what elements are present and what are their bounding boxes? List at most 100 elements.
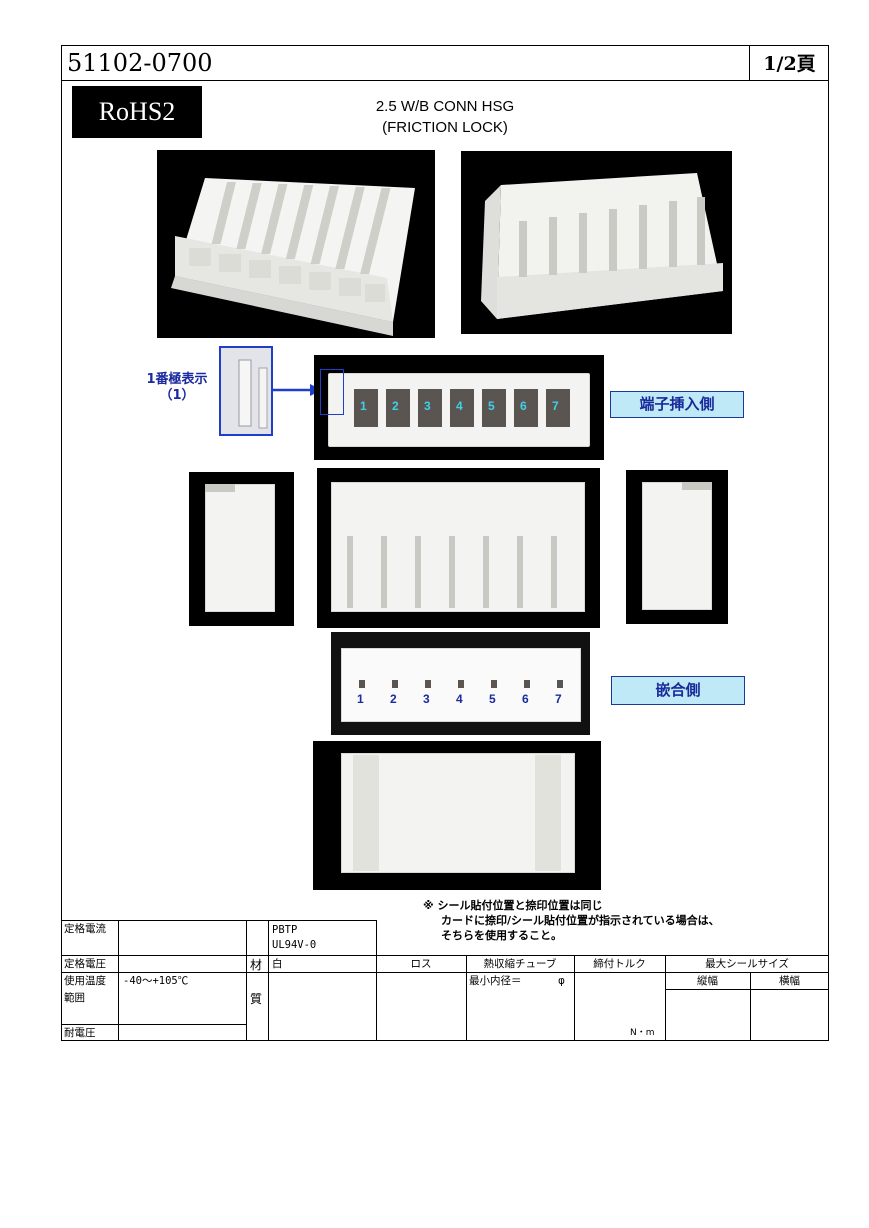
rohs-badge: RoHS2 <box>72 86 202 138</box>
photo-top-view <box>317 468 600 628</box>
rule <box>376 920 377 1040</box>
photo-bottom-view <box>313 741 601 890</box>
contact-slot <box>557 680 563 688</box>
rule <box>61 1024 246 1025</box>
pin1-label-line-2: （1） <box>159 388 195 403</box>
pin1-label-line-1: 1番極表示 <box>146 372 208 387</box>
withstand-voltage-label: 耐電圧 <box>64 1027 96 1039</box>
rule <box>665 989 829 990</box>
housing-top <box>331 482 585 612</box>
slot <box>449 536 455 608</box>
rule <box>61 972 829 973</box>
pin-number: 4 <box>456 692 463 706</box>
rule <box>466 955 467 1040</box>
title-line-2: (FRICTION LOCK) <box>382 119 508 136</box>
pin-number: 3 <box>424 399 431 413</box>
photo-isometric-right <box>461 151 732 334</box>
pin1-highlight-box <box>320 369 344 415</box>
pin1-indicator-label: 1番極表示 （1） <box>132 372 222 404</box>
pin-number: 6 <box>522 692 529 706</box>
rule <box>665 955 666 1040</box>
latch-step <box>682 482 712 490</box>
cavity <box>482 389 506 427</box>
torque-label: 締付トルク <box>593 958 646 970</box>
rule <box>750 972 751 1040</box>
housing-isometric-right-drawing <box>481 173 723 319</box>
operating-temp-value: -40～+105℃ <box>123 975 189 987</box>
slot <box>517 536 523 608</box>
contact-slot <box>491 680 497 688</box>
horizontal-width-label: 横幅 <box>779 975 800 987</box>
phi-symbol: φ <box>558 975 565 987</box>
contact-slot <box>458 680 464 688</box>
torque-unit: N・m <box>630 1028 655 1038</box>
pin-number: 3 <box>423 692 430 706</box>
operating-temp-label-1: 使用温度 <box>64 975 106 987</box>
title-line-1: 2.5 W/B CONN HSG <box>375 98 515 115</box>
material-name: PBTP <box>272 924 298 936</box>
slot <box>415 536 421 608</box>
contact-slot <box>392 680 398 688</box>
cavity <box>354 389 378 427</box>
pin-number: 2 <box>392 399 399 413</box>
cavity <box>418 389 442 427</box>
pin-number: 4 <box>456 399 463 413</box>
rule <box>574 955 575 1040</box>
page-number: 1/2頁 <box>750 45 829 81</box>
cavity <box>546 389 570 427</box>
part-number: 51102-0700 <box>61 45 750 81</box>
vertical-width-label: 縦幅 <box>697 975 718 987</box>
housing-side-left <box>205 484 275 612</box>
slot <box>381 536 387 608</box>
heat-shrink-label: 熱収縮チューブ <box>483 958 557 970</box>
pin1-marking-inset <box>219 346 273 436</box>
rule <box>246 920 247 1040</box>
note-line-1: ※ シール貼付位置と捺印位置は同じ <box>423 899 603 912</box>
material-color: 白 <box>272 958 283 970</box>
pin-number: 7 <box>555 692 562 706</box>
rule <box>61 920 376 921</box>
rated-voltage-label: 定格電圧 <box>64 958 106 970</box>
min-inner-dia-label: 最小内径＝ <box>469 975 522 987</box>
rib <box>535 755 561 871</box>
slot <box>551 536 557 608</box>
material-grade: UL94V-0 <box>272 939 317 951</box>
housing-isometric-left-drawing <box>171 178 415 336</box>
material-label-1: 材 <box>250 958 263 972</box>
photo-side-left <box>189 472 294 626</box>
note-line-3: そちらを使用すること。 <box>441 929 562 942</box>
pin-number: 2 <box>390 692 397 706</box>
cavity <box>386 389 410 427</box>
rule <box>61 955 829 956</box>
pin-number: 5 <box>489 692 496 706</box>
pin1-marking-closeup <box>221 348 271 434</box>
pin-number: 7 <box>552 399 559 413</box>
contact-slot <box>425 680 431 688</box>
latch-step <box>205 484 235 492</box>
photo-mating-side: 1 2 3 4 5 6 7 <box>331 632 590 735</box>
operating-temp-label-2: 範囲 <box>64 992 85 1004</box>
lot-label: ロス <box>410 958 432 970</box>
note-line-2: カードに捺印/シール貼付位置が指示されている場合は、 <box>441 914 720 927</box>
photo-terminal-insertion-side: 1 2 3 4 5 6 7 <box>314 355 604 460</box>
max-seal-size-label: 最大シールサイズ <box>705 958 789 970</box>
material-label-2: 質 <box>250 992 263 1006</box>
rule <box>268 920 269 1040</box>
contact-slot <box>359 680 365 688</box>
terminal-insertion-side-label: 端子挿入側 <box>610 391 744 418</box>
mating-side-label: 嵌合側 <box>611 676 745 705</box>
housing-side-right <box>642 482 712 610</box>
pin-number: 5 <box>488 399 495 413</box>
slot <box>347 536 353 608</box>
rule <box>118 920 119 1040</box>
cavity <box>450 389 474 427</box>
photo-isometric-left <box>157 150 435 338</box>
pin-number: 1 <box>360 399 367 413</box>
cavity <box>514 389 538 427</box>
photo-side-right <box>626 470 728 624</box>
rib <box>353 755 379 871</box>
product-title: 2.5 W/B CONN HSG (FRICTION LOCK) <box>330 96 560 138</box>
rated-current-label: 定格電流 <box>64 923 106 935</box>
pin-number: 1 <box>357 692 364 706</box>
pin-number: 6 <box>520 399 527 413</box>
